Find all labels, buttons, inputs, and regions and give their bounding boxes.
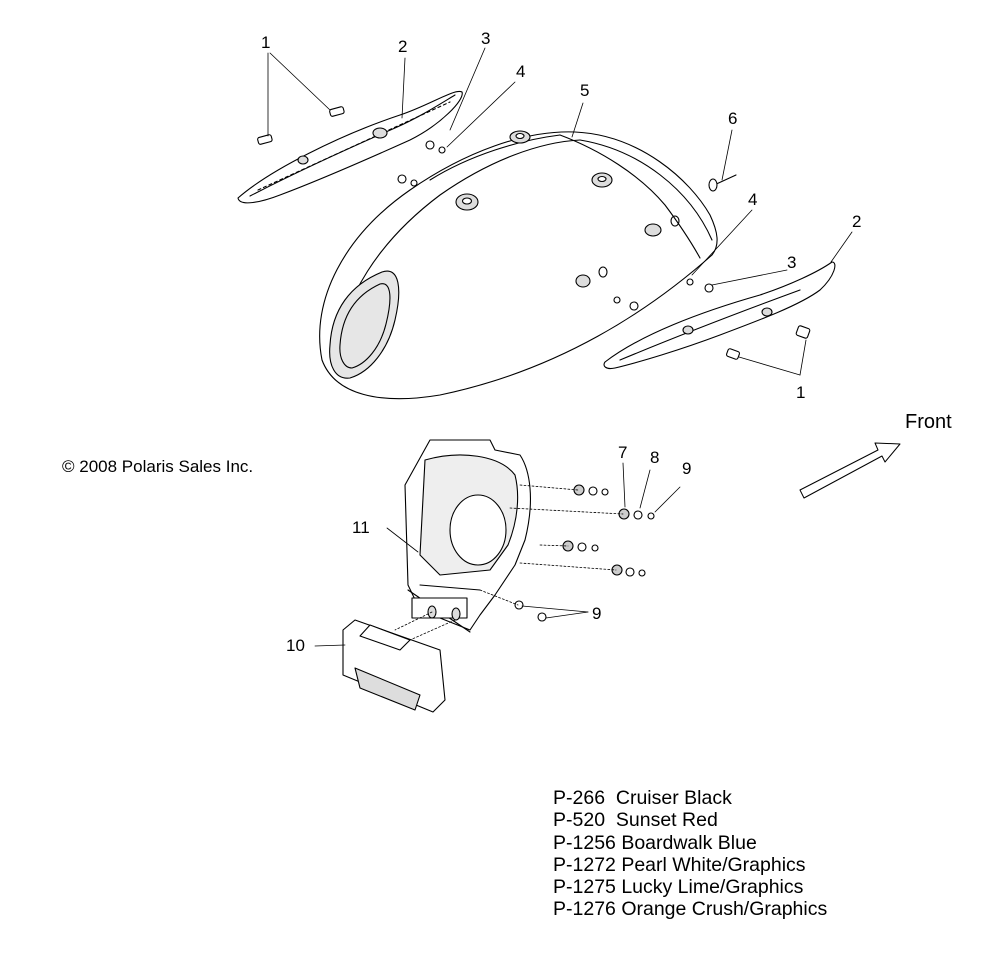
front-arrow [799, 442, 901, 499]
license-bracket [404, 439, 531, 633]
callout-7: 7 [618, 443, 627, 462]
callout-8: 8 [650, 448, 659, 467]
copyright-notice: © 2008 Polaris Sales Inc. [62, 457, 254, 476]
callout-3: 3 [481, 29, 490, 48]
license-plate-holder [342, 619, 446, 713]
screw-right-2 [795, 325, 811, 339]
fender-rail-right [603, 261, 836, 370]
paint-code-list: P-266 Cruiser Black P-520 Sunset Red P-1… [553, 787, 827, 921]
callout-4-right: 4 [748, 190, 757, 209]
callout-10: 10 [286, 636, 305, 655]
paint-code-row: P-1275 Lucky Lime/Graphics [553, 876, 804, 899]
paint-code-row: P-520 Sunset Red [553, 809, 718, 832]
paint-code-row: P-266 Cruiser Black [553, 787, 732, 809]
paint-code-row: P-1276 Orange Crush/Graphics [553, 898, 828, 921]
callout-9: 9 [682, 459, 691, 478]
callout-6: 6 [728, 109, 737, 128]
callout-1-right: 1 [796, 383, 805, 402]
callout-4: 4 [516, 62, 525, 81]
callout-2-right: 2 [852, 212, 861, 231]
rear-fender [319, 130, 718, 400]
callout-9-lower: 9 [592, 604, 601, 623]
fender-rail-left [237, 90, 463, 204]
leader-lines [267, 47, 853, 647]
front-label: Front [905, 411, 952, 433]
nut-3a [425, 140, 435, 150]
paint-code-row: P-1272 Pearl White/Graphics [553, 853, 806, 876]
screw-left-1 [257, 134, 273, 145]
callout-5: 5 [580, 81, 589, 100]
nut-left-lower [397, 174, 407, 184]
hardware-nuts [514, 484, 655, 622]
screw-left-2 [329, 106, 345, 117]
callout-labels: 1 2 3 4 5 6 4 3 2 1 7 8 9 11 9 10 [261, 29, 861, 655]
callout-2: 2 [398, 37, 407, 56]
taillight-opening [329, 270, 400, 379]
push-rivet [708, 174, 737, 192]
paint-code-row: P-1256 Boardwalk Blue [553, 831, 757, 854]
callout-1: 1 [261, 33, 270, 52]
callout-3-right: 3 [787, 253, 796, 272]
washer-4a [438, 146, 446, 154]
washer-4b [686, 278, 694, 286]
fender-boss [644, 223, 662, 237]
callout-11: 11 [352, 518, 370, 537]
screw-right-1 [726, 348, 740, 360]
nut-3b [704, 283, 714, 293]
